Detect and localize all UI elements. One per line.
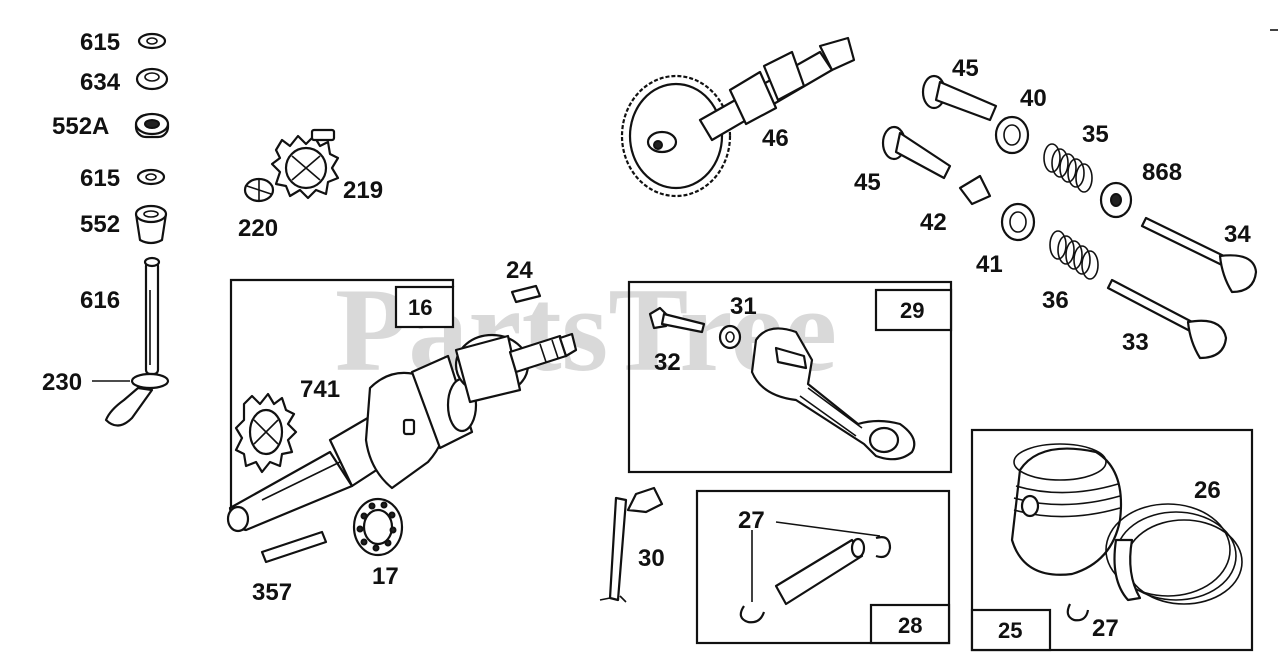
box-16-label: 16 bbox=[408, 295, 432, 320]
part-30-governor-lever[interactable] bbox=[599, 486, 664, 603]
part-connecting-rod[interactable] bbox=[750, 327, 916, 461]
part-36-valve-spring-lower[interactable] bbox=[1049, 230, 1099, 280]
part-27-piston-pin-retainer[interactable] bbox=[1066, 603, 1090, 622]
part-616-governor-shaft[interactable] bbox=[143, 256, 161, 376]
callout-220: 220 bbox=[238, 215, 278, 242]
part-741-crank-gear[interactable] bbox=[234, 392, 298, 474]
part-42-valve-retainer-keeper[interactable] bbox=[958, 174, 992, 206]
callout-36: 36 bbox=[1042, 287, 1069, 314]
callout-616: 616 bbox=[80, 287, 120, 314]
callout-552a: 552A bbox=[52, 113, 109, 140]
part-357-key[interactable] bbox=[260, 530, 328, 564]
callout-31: 31 bbox=[730, 293, 757, 320]
part-41-valve-spring-retainer-lower[interactable] bbox=[1000, 202, 1036, 242]
callout-26: 26 bbox=[1194, 477, 1221, 504]
box-25-label: 25 bbox=[998, 618, 1022, 643]
part-crankshaft[interactable] bbox=[226, 332, 578, 533]
group-28-frame: 28 bbox=[695, 489, 951, 645]
part-45-tappet-upper[interactable] bbox=[921, 74, 998, 122]
part-40-valve-spring-retainer-upper[interactable] bbox=[994, 115, 1030, 155]
part-46-camshaft[interactable] bbox=[620, 36, 856, 198]
leader-27-upper bbox=[775, 521, 881, 537]
part-17-ball-bearing[interactable] bbox=[352, 497, 404, 557]
part-32-rod-bolt[interactable] bbox=[648, 306, 706, 334]
part-piston[interactable] bbox=[1010, 443, 1122, 576]
part-35-valve-spring-upper[interactable] bbox=[1043, 143, 1093, 193]
callout-42: 42 bbox=[920, 209, 947, 236]
part-33-exhaust-valve[interactable] bbox=[1106, 278, 1228, 360]
callout-230: 230 bbox=[42, 369, 82, 396]
part-24-key[interactable] bbox=[510, 284, 542, 304]
part-45-tappet-lower[interactable] bbox=[881, 125, 952, 180]
callout-33: 33 bbox=[1122, 329, 1149, 356]
part-615-top-retainer[interactable] bbox=[137, 32, 167, 50]
callout-24: 24 bbox=[506, 257, 533, 284]
part-26-piston-rings[interactable] bbox=[1105, 503, 1243, 605]
callout-27-piston: 27 bbox=[1092, 615, 1119, 642]
callout-41: 41 bbox=[976, 251, 1003, 278]
part-34-intake-valve[interactable] bbox=[1140, 216, 1258, 294]
callout-27-pin: 27 bbox=[738, 507, 765, 534]
callout-30: 30 bbox=[638, 545, 665, 572]
box-28-label: 28 bbox=[898, 613, 922, 638]
callout-40: 40 bbox=[1020, 85, 1047, 112]
part-31-rod-washer[interactable] bbox=[718, 324, 742, 350]
part-220-governor-cup[interactable] bbox=[243, 177, 275, 203]
part-615-bottom-retainer[interactable] bbox=[136, 168, 166, 186]
part-27-pin-retainer-lower[interactable] bbox=[739, 605, 766, 624]
callout-17: 17 bbox=[372, 563, 399, 590]
part-552-bushing[interactable] bbox=[134, 204, 168, 245]
group-29-frame: 29 bbox=[627, 280, 953, 474]
part-634-washer[interactable] bbox=[135, 67, 169, 91]
callout-45-upper: 45 bbox=[952, 55, 979, 82]
callout-552: 552 bbox=[80, 211, 120, 238]
group-25-frame: 25 bbox=[970, 428, 1254, 652]
callout-34: 34 bbox=[1224, 221, 1251, 248]
callout-357: 357 bbox=[252, 579, 292, 606]
part-230-governor-crank[interactable] bbox=[104, 372, 170, 427]
callout-32: 32 bbox=[654, 349, 681, 376]
part-piston-pin[interactable] bbox=[774, 537, 866, 606]
part-868-valve-seal[interactable] bbox=[1099, 181, 1133, 219]
group-16-frame: 16 bbox=[229, 278, 455, 510]
callout-634: 634 bbox=[80, 69, 121, 96]
part-552a-bushing[interactable] bbox=[134, 112, 170, 139]
callout-45-lower: 45 bbox=[854, 169, 881, 196]
callout-35: 35 bbox=[1082, 121, 1109, 148]
callout-219: 219 bbox=[343, 177, 383, 204]
callout-615-bottom: 615 bbox=[80, 165, 120, 192]
callout-868: 868 bbox=[1142, 159, 1182, 186]
callout-615-top: 615 bbox=[80, 29, 120, 56]
callout-741: 741 bbox=[300, 376, 340, 403]
callout-46: 46 bbox=[762, 125, 789, 152]
part-219-governor-gear[interactable] bbox=[270, 128, 340, 200]
box-29-label: 29 bbox=[900, 298, 924, 323]
part-27-pin-retainer-upper[interactable] bbox=[875, 536, 892, 559]
